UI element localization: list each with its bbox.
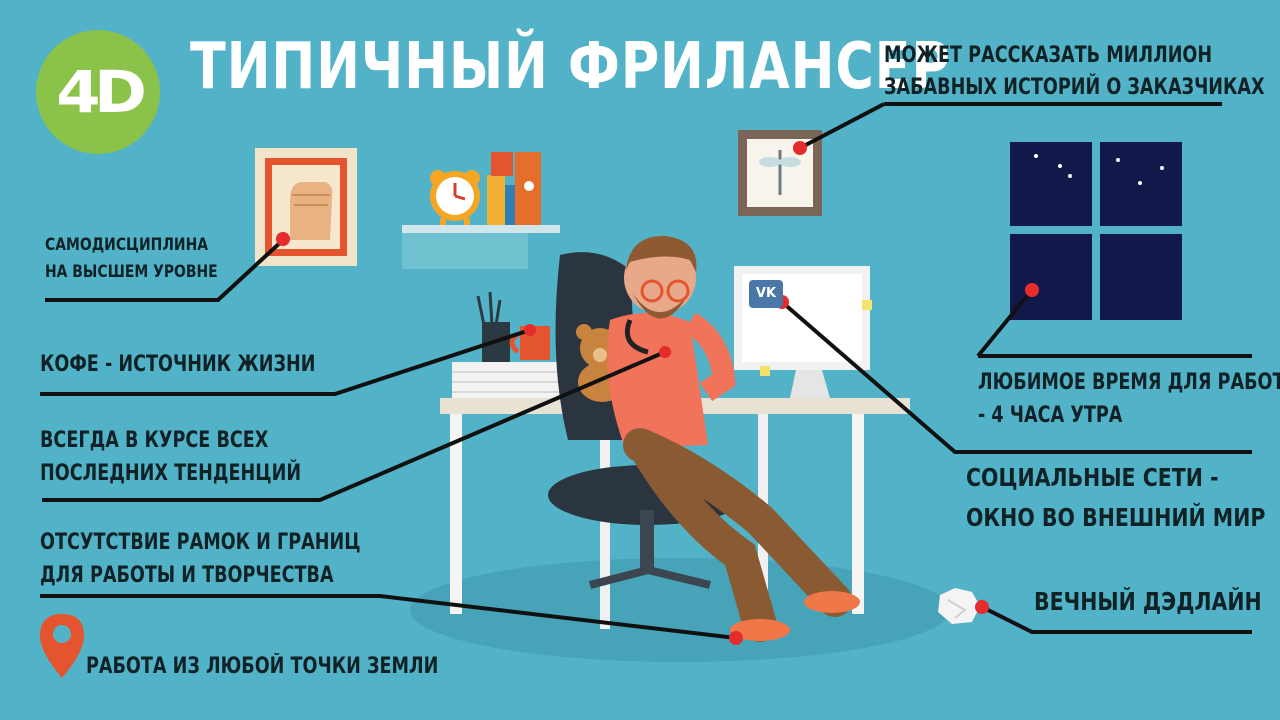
caption-deadline: ВЕЧНЫЙ ДЭДЛАЙН: [1034, 582, 1262, 622]
pointer-dots: [276, 141, 1039, 645]
caption-line: - 4 ЧАСА УТРА: [978, 403, 1123, 428]
caption-line: ВЕЧНЫЙ ДЭДЛАЙН: [1034, 587, 1262, 616]
caption-line: ЛЮБИМОЕ ВРЕМЯ ДЛЯ РАБОТЫ: [978, 370, 1280, 395]
logo-text: 4D: [55, 58, 147, 126]
caption-social: СОЦИАЛЬНЫЕ СЕТИ - ОКНО ВО ВНЕШНИЙ МИР: [966, 458, 1265, 538]
caption-night-time: ЛЮБИМОЕ ВРЕМЯ ДЛЯ РАБОТЫ - 4 ЧАСА УТРА: [978, 366, 1280, 432]
caption-no-limits: ОТСУТСТВИЕ РАМОК И ГРАНИЦ ДЛЯ РАБОТЫ И Т…: [40, 526, 361, 592]
caption-line: НА ВЫСШЕМ УРОВНЕ: [45, 262, 218, 282]
books-icon: [487, 152, 541, 225]
vk-badge: VK: [749, 280, 783, 308]
caption-trends: ВСЕГДА В КУРСЕ ВСЕХ ПОСЛЕДНИХ ТЕНДЕНЦИЙ: [40, 424, 301, 490]
caption-line: МОЖЕТ РАССКАЗАТЬ МИЛЛИОН: [884, 43, 1213, 68]
pointer-lines: [40, 102, 1252, 640]
crumpled-paper-icon: [938, 588, 980, 624]
alarm-clock-icon: [430, 170, 480, 225]
caption-line: ЗАБАВНЫХ ИСТОРИЙ О ЗАКАЗЧИКАХ: [884, 75, 1265, 100]
location-pin-icon: [40, 614, 84, 678]
caption-line: СОЦИАЛЬНЫЕ СЕТИ -: [966, 463, 1219, 492]
caption-line: ДЛЯ РАБОТЫ И ТВОРЧЕСТВА: [40, 563, 334, 588]
pencil-cup-icon: [476, 291, 510, 362]
page-title: ТИПИЧНЫЙ ФРИЛАНСЕР: [190, 30, 951, 104]
caption-line: РАБОТА ИЗ ЛЮБОЙ ТОЧКИ ЗЕМЛИ: [86, 654, 439, 679]
caption-coffee: КОФЕ - ИСТОЧНИК ЖИЗНИ: [40, 348, 315, 381]
fist-poster-icon: [255, 148, 357, 266]
caption-line: ВСЕГДА В КУРСЕ ВСЕХ: [40, 428, 269, 453]
caption-self-discipline: САМОДИСЦИПЛИНА НА ВЫСШЕМ УРОВНЕ: [45, 232, 218, 286]
caption-line: ПОСЛЕДНИХ ТЕНДЕНЦИЙ: [40, 461, 302, 486]
freelancer-figure: [607, 235, 860, 642]
caption-line: ОКНО ВО ВНЕШНИЙ МИР: [966, 503, 1266, 532]
caption-line: КОФЕ - ИСТОЧНИК ЖИЗНИ: [40, 352, 316, 377]
caption-line: САМОДИСЦИПЛИНА: [45, 235, 209, 255]
caption-anywhere: РАБОТА ИЗ ЛЮБОЙ ТОЧКИ ЗЕМЛИ: [86, 650, 438, 683]
caption-line: ОТСУТСТВИЕ РАМОК И ГРАНИЦ: [40, 530, 361, 555]
logo: 4D: [36, 30, 160, 154]
paper-stack: [452, 362, 570, 398]
caption-stories: МОЖЕТ РАССКАЗАТЬ МИЛЛИОН ЗАБАВНЫХ ИСТОРИ…: [884, 40, 1265, 104]
shelf: [402, 225, 560, 269]
